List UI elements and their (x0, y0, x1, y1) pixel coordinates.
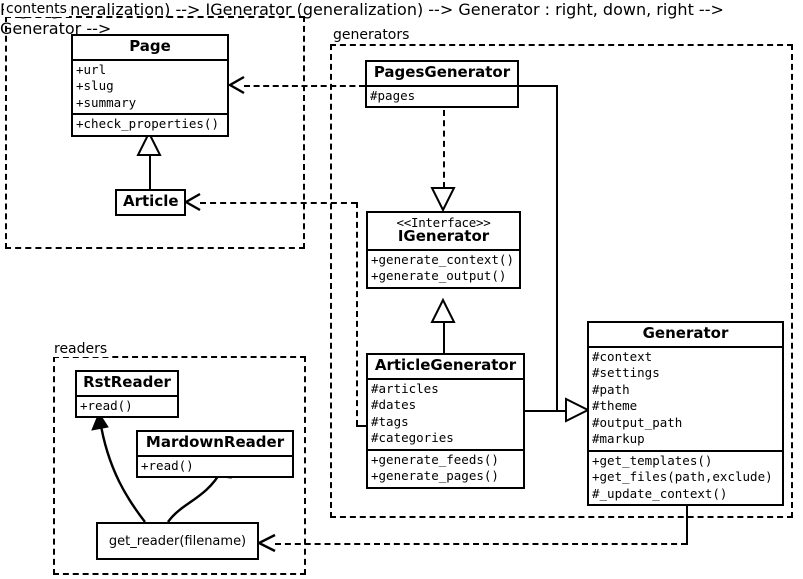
package-label-contents: contents (4, 1, 69, 17)
class-box-rstreader[interactable]: RstReader +read() (75, 370, 179, 419)
attribute-row: #tags (371, 413, 409, 429)
class-methods-generator: +get_templates() +get_files(path,exclude… (589, 449, 782, 505)
class-attributes-pagesgenerator: #pages (367, 86, 517, 107)
function-box-get-reader[interactable]: get_reader(filename) (96, 522, 259, 560)
dependency-articlegenerator-to-article-h (200, 202, 357, 204)
attribute-row: #path (592, 381, 630, 397)
dependency-generator-to-getreader-v (686, 503, 688, 545)
class-name-pagesgenerator: PagesGenerator (367, 62, 517, 87)
class-name-mardownreader: MardownReader (138, 432, 292, 457)
class-methods-page: +check_properties() (73, 113, 227, 135)
method-row: +check_properties() (76, 116, 219, 132)
package-label-generators: generators (331, 27, 412, 43)
class-name-page: Page (73, 36, 227, 61)
class-methods-igenerator: +generate_context() +generate_output() (368, 250, 519, 287)
attribute-row: #articles (371, 380, 439, 396)
class-methods-rstreader: +read() (77, 396, 177, 417)
method-row: +generate_context() (371, 251, 514, 267)
attribute-row: #context (592, 348, 653, 364)
class-box-mardownreader[interactable]: MardownReader +read() (136, 430, 294, 479)
stereotype-interface: <<Interface>> (396, 215, 491, 230)
class-name-article: Article (117, 191, 184, 214)
class-name-rstreader: RstReader (77, 372, 177, 397)
attribute-row: +summary (76, 94, 137, 110)
method-row: +get_templates() (592, 452, 713, 468)
generalization-pagesgenerator-to-generator-v (556, 85, 558, 411)
attribute-row: #settings (592, 365, 660, 381)
dependency-articlegenerator-to-article-stub (356, 425, 368, 427)
realization-pagesgenerator-to-igenerator (443, 110, 445, 188)
generalization-pagesgenerator-to-generator-h2 (556, 410, 570, 412)
class-attributes-articlegenerator: #articles #dates #tags #categories (368, 379, 523, 449)
class-box-article[interactable]: Article (115, 189, 186, 216)
class-attributes-generator: #context #settings #path #theme #output_… (589, 347, 782, 450)
attribute-row: #theme (592, 398, 638, 414)
dependency-pagesgenerator-to-page (244, 85, 365, 87)
method-row: +generate_pages() (371, 468, 499, 484)
class-box-igenerator[interactable]: <<Interface>> IGenerator +generate_conte… (366, 211, 521, 289)
class-name-igenerator-text: IGenerator (397, 227, 490, 246)
class-box-generator[interactable]: Generator #context #settings #path #them… (587, 321, 784, 507)
class-methods-articlegenerator: +generate_feeds() +generate_pages() (368, 448, 523, 487)
attribute-row: #markup (592, 431, 645, 447)
package-frame-contents (5, 16, 305, 249)
package-frame-generators (330, 44, 793, 518)
dependency-generator-to-getreader-h (275, 543, 687, 545)
attribute-row: +url (76, 61, 107, 77)
attribute-row: #pages (370, 87, 416, 103)
generalization-article-to-page-line (149, 155, 151, 190)
generalization-articlegenerator-to-generator-h (524, 410, 558, 412)
class-box-page[interactable]: Page +url +slug +summary +check_properti… (71, 34, 229, 137)
method-row: +read() (80, 397, 133, 413)
class-box-articlegenerator[interactable]: ArticleGenerator #articles #dates #tags … (366, 353, 525, 489)
class-name-articlegenerator: ArticleGenerator (368, 355, 523, 380)
attribute-row: #output_path (592, 414, 683, 430)
method-row: +generate_feeds() (371, 451, 499, 467)
method-row: +generate_output() (371, 268, 507, 284)
class-attributes-page: +url +slug +summary (73, 60, 227, 114)
method-row: +read() (141, 457, 194, 473)
class-name-generator: Generator (589, 323, 782, 348)
attribute-row: #dates (371, 397, 417, 413)
class-methods-mardownreader: +read() (138, 456, 292, 477)
generalization-pagesgenerator-to-generator-h1 (518, 85, 558, 87)
attribute-row: #categories (371, 430, 454, 446)
generalization-articlegenerator-to-igenerator-line (443, 322, 445, 356)
dependency-articlegenerator-to-article-v (356, 202, 358, 426)
package-label-readers: readers (52, 341, 110, 357)
class-name-igenerator: <<Interface>> IGenerator (368, 213, 519, 251)
attribute-row: +slug (76, 78, 114, 94)
function-label-get-reader: get_reader(filename) (108, 533, 247, 549)
class-box-pagesgenerator[interactable]: PagesGenerator #pages (365, 60, 519, 109)
package-frame-readers (53, 356, 306, 575)
method-row: +get_files(path,exclude) (592, 469, 773, 485)
method-row: #_update_context() (592, 485, 728, 501)
